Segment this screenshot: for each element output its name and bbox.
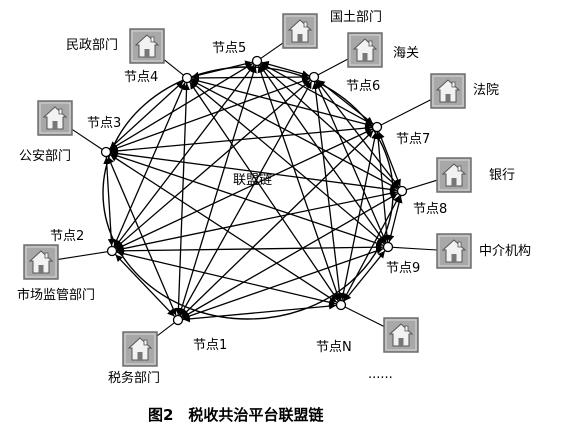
node-label-1: 节点1 <box>193 338 227 353</box>
house-icon <box>383 317 419 353</box>
icon-connector <box>344 306 385 327</box>
icon-connector <box>260 42 284 59</box>
house-icon <box>129 28 165 64</box>
node-label-2: 节点2 <box>50 229 84 244</box>
node-dot-nN <box>335 299 347 311</box>
icon-connector <box>392 246 438 251</box>
icon-connector <box>156 322 175 337</box>
node-dot-n1 <box>172 314 184 326</box>
icon-connector <box>71 128 103 150</box>
node-dot-n2 <box>106 245 118 257</box>
house-icon <box>436 233 472 269</box>
icon-connector <box>380 99 432 126</box>
dept-label-bank: 银行 <box>489 168 515 183</box>
node-dot-n4 <box>181 72 193 84</box>
node-label-9: 节点9 <box>386 261 420 276</box>
house-icon <box>347 32 383 68</box>
node-dot-n6 <box>308 71 320 83</box>
figure-caption: 图2 税收共治平台联盟链 <box>148 406 324 424</box>
house-icon <box>282 13 318 49</box>
icon-connector <box>406 179 438 191</box>
house-icon <box>436 157 472 193</box>
center-label: 联盟链 <box>233 173 272 188</box>
node-label-3: 节点3 <box>87 116 121 131</box>
connection-line <box>190 80 385 245</box>
node-dot-n9 <box>382 241 394 253</box>
more-nodes-ellipsis: ······ <box>368 371 393 386</box>
house-icon <box>37 100 73 136</box>
node-dot-n3 <box>100 146 112 158</box>
node-label-5: 节点5 <box>212 41 246 56</box>
connection-line <box>182 302 337 323</box>
connection-line <box>116 250 337 306</box>
node-label-4: 节点4 <box>124 70 158 85</box>
connection-line <box>189 81 339 302</box>
connection-line <box>103 156 115 247</box>
dept-label-customs: 海关 <box>393 46 419 61</box>
connection-lines <box>103 60 403 323</box>
connection-line <box>191 73 310 82</box>
dept-label-court: 法院 <box>473 83 499 98</box>
connection-line <box>316 80 400 188</box>
connection-line <box>174 82 191 316</box>
node-dots <box>100 55 408 326</box>
connection-line <box>116 189 398 253</box>
node-dot-n7 <box>371 121 383 133</box>
dept-label-civil: 民政部门 <box>66 38 118 53</box>
node-label-8: 节点8 <box>413 202 447 217</box>
dept-label-tax: 税务部门 <box>108 370 160 386</box>
dept-label-market: 市场监管部门 <box>17 287 95 303</box>
icon-connector <box>317 58 349 76</box>
dept-label-police: 公安部门 <box>19 149 71 164</box>
node-dot-n8 <box>396 185 408 197</box>
node-dot-n5 <box>251 55 263 67</box>
department-icons <box>23 13 472 367</box>
icon-connector <box>163 59 184 76</box>
node-label-n: 节点N <box>316 340 352 355</box>
connection-line <box>109 80 184 150</box>
house-icon <box>122 331 158 367</box>
house-icon <box>23 244 59 280</box>
node-label-7: 节点7 <box>396 132 430 147</box>
connection-line <box>115 79 311 249</box>
node-label-6: 节点6 <box>346 79 380 94</box>
icon-connector <box>57 251 108 260</box>
dept-label-land: 国土部门 <box>330 10 382 25</box>
dept-label-agency: 中介机构 <box>479 244 531 259</box>
house-icon <box>430 73 466 109</box>
